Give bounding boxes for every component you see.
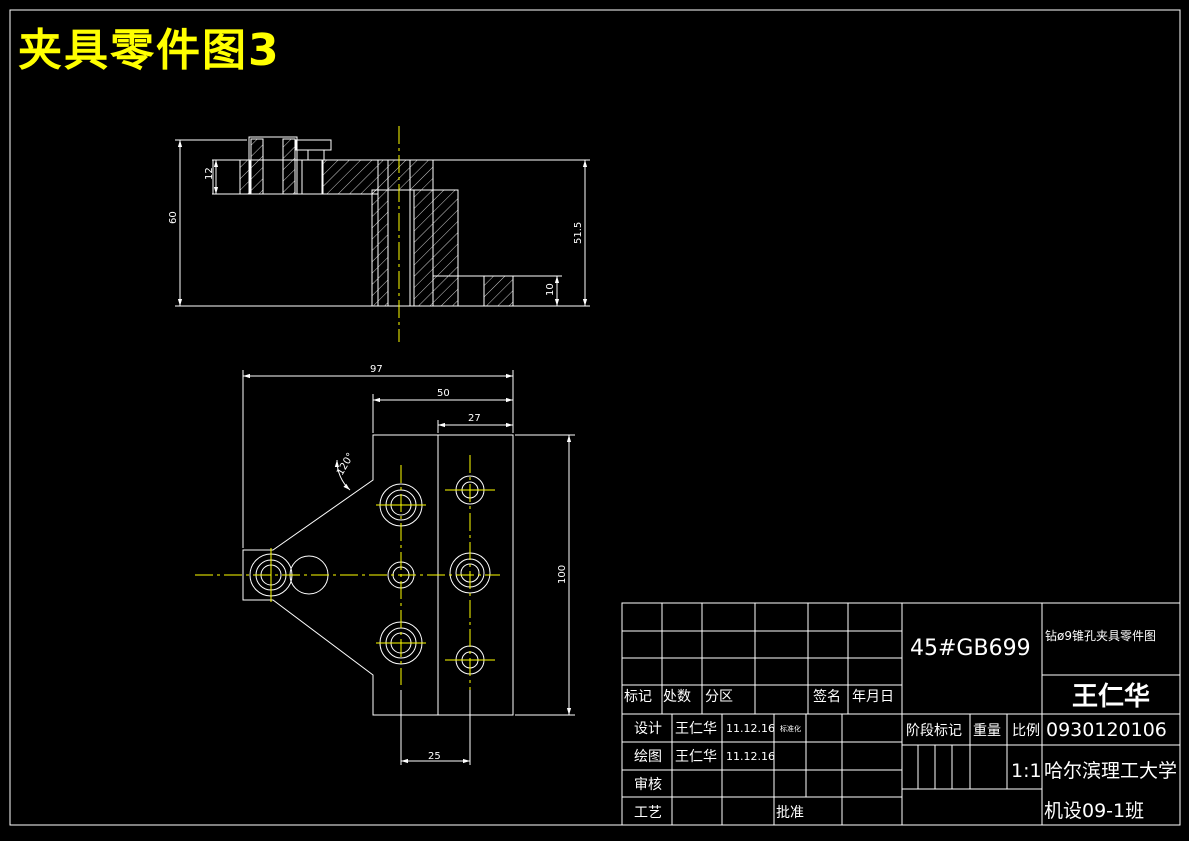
- dim-text-27: 27: [468, 413, 481, 424]
- tb-header-date: 年月日: [852, 689, 894, 705]
- tb-header-zone: 分区: [705, 689, 733, 705]
- tb-designer-name: 王仁华: [1072, 681, 1150, 712]
- tb-material: 45#GB699: [910, 636, 1031, 661]
- base-hole: [457, 275, 485, 307]
- tb-header-stage-mark: 阶段标记: [906, 723, 962, 739]
- dim-text-51-5: 51.5: [573, 222, 584, 244]
- dim-text-12: 12: [204, 167, 215, 180]
- bushing-hatch-right: [282, 138, 296, 195]
- drawing-title: 夹具零件图3: [18, 25, 281, 76]
- clamp-screw-neck: [307, 149, 325, 161]
- base-hatch: [483, 275, 514, 307]
- tb-row-approve: 批准: [776, 805, 804, 821]
- tb-part-name: 钻ø9锥孔夹具零件图: [1045, 628, 1156, 643]
- plate-hatch-right: [322, 159, 379, 195]
- tb-design-name: 王仁华: [675, 721, 717, 737]
- column-hatch-left: [371, 189, 389, 307]
- section-view: [175, 126, 590, 342]
- dim-text-10: 10: [545, 283, 556, 296]
- tb-row-design: 设计: [634, 721, 662, 737]
- tb-row-review: 审核: [634, 777, 662, 793]
- tb-drawing-date: 11.12.16: [726, 750, 775, 763]
- bushing-hatch-left: [250, 138, 264, 195]
- clamp-screw-head: [295, 139, 332, 151]
- tb-student-id: 0930120106: [1046, 719, 1167, 741]
- plan-view: [195, 370, 575, 765]
- dim-text-25: 25: [428, 751, 441, 762]
- tb-header-signature: 签名: [813, 688, 841, 705]
- plate-outline: [242, 434, 514, 716]
- tb-header-weight: 重量: [973, 723, 1001, 739]
- plate-hatch-left: [239, 159, 251, 195]
- tb-class-name: 机设09-1班: [1044, 800, 1144, 822]
- tb-header-count: 处数: [663, 689, 691, 705]
- clamp-screw-body: [301, 159, 323, 195]
- dim-text-120: 120°: [335, 451, 357, 477]
- tb-university: 哈尔滨理工大学: [1044, 760, 1177, 782]
- dim-text-100: 100: [557, 565, 568, 584]
- tb-row-process: 工艺: [634, 805, 662, 821]
- column-hatch-right: [413, 189, 459, 307]
- tb-row-drawing: 绘图: [634, 749, 662, 765]
- tb-drawing-name: 王仁华: [675, 749, 717, 765]
- tb-scale-value: 1:1: [1011, 760, 1042, 782]
- title-block: [621, 602, 1181, 826]
- drawing-frame: [9, 9, 1181, 826]
- tb-header-scale: 比例: [1012, 723, 1040, 739]
- dim-text-60: 60: [168, 211, 179, 224]
- dim-text-97: 97: [370, 364, 383, 375]
- angle-arc-120: [334, 459, 351, 491]
- tb-header-mark: 标记: [624, 689, 652, 705]
- tb-design-date: 11.12.16: [726, 722, 775, 735]
- dim-text-50: 50: [437, 388, 450, 399]
- tb-row-standardize: 标准化: [780, 724, 801, 733]
- body-top-hatch: [377, 159, 434, 191]
